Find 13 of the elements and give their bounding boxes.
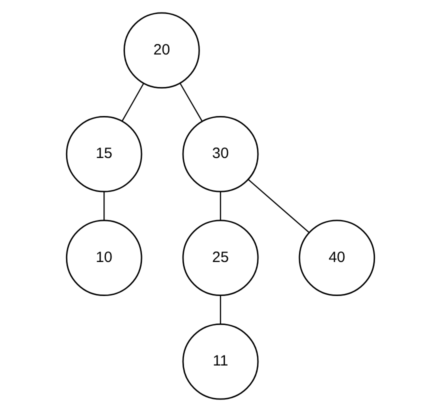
connector [179,83,202,122]
connector [248,179,309,233]
connector [103,192,104,220]
node-circle: 25 [182,220,258,296]
node-circle: 40 [298,220,375,296]
connector [219,296,221,324]
node-circle: 11 [182,323,258,400]
node-circle: 20 [123,12,200,89]
node-circle: 30 [182,116,258,192]
node-circle: 15 [65,116,142,192]
connector [219,192,221,220]
node-circle: 10 [65,220,142,296]
connector [121,83,144,122]
